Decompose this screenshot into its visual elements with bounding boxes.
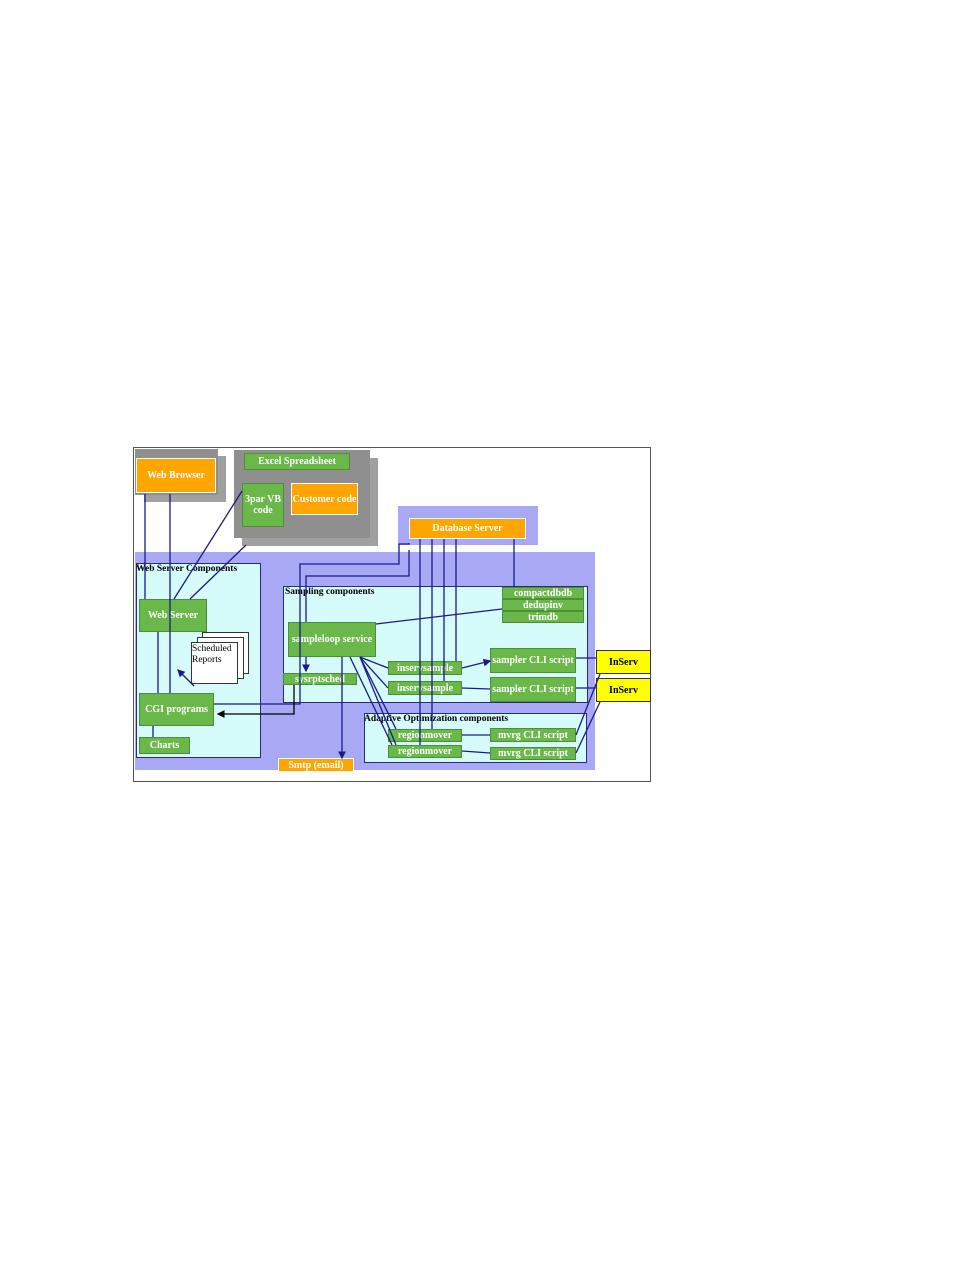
mvrg-cli-script-box-1: mvrg CLI script [490,728,576,742]
web-browser-box: Web Browser [136,458,216,493]
dedupinv-box: dedupinv [502,599,584,611]
excel-spreadsheet-title: Excel Spreadsheet [244,453,350,470]
customer-code-box: Customer code [291,483,358,515]
sysrptsched-box: sysrptsched [283,673,357,685]
regionmover-box-2: regionmover [388,745,462,758]
inservsample-box-1: inservsample [388,661,462,675]
web-server-box: Web Server [139,599,207,632]
inserv-box-1: InServ [596,650,651,674]
database-server-box: Database Server [409,518,526,539]
cgi-programs-box: CGI programs [139,693,214,726]
sampler-cli-script-box-1: sampler CLI script [490,648,576,673]
scheduled-reports-label: Scheduled Reports [192,644,232,665]
web-server-components-title: Web Server Components [136,564,238,574]
vb-code-box: 3par VB code [242,483,284,527]
mvrg-cli-script-box-2: mvrg CLI script [490,747,576,760]
smtp-email-box: Smtp (email) [278,758,354,772]
regionmover-box-1: regionmover [388,729,462,742]
compactdbdb-box: compactdbdb [502,587,584,599]
trimdb-box: trimdb [502,611,584,623]
sampler-cli-script-box-2: sampler CLI script [490,677,576,702]
sampling-components-title: Sampling components [285,587,375,597]
sampleloop-service-box: sampleloop service [288,622,376,657]
architecture-diagram: Web Browser Excel Spreadsheet 3par VB co… [133,447,651,782]
scheduled-reports-page-1: Scheduled Reports [191,642,238,684]
inserv-box-2: InServ [596,678,651,702]
adaptive-optimization-title: Adaptive Optimization components [364,714,509,724]
charts-box: Charts [139,737,190,754]
inservsample-box-2: inservsample [388,681,462,695]
